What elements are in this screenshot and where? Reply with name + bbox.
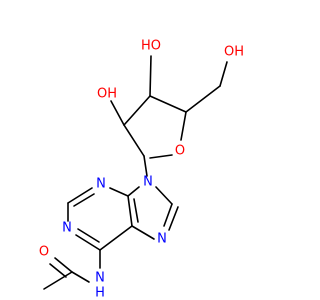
bond-c4-o [180, 111, 187, 141]
bond-c4-c5 [185, 85, 221, 113]
atom-n7: N [157, 232, 167, 247]
structure-canvas: O HO OH OH N N N N N H O [39, 39, 244, 300]
bond-c5-c4-b [133, 198, 139, 223]
bonds [43, 55, 228, 290]
atom-nh-amide: N [95, 271, 105, 286]
atom-o-carbonyl: O [39, 245, 49, 260]
bond-c1-c2 [123, 124, 145, 157]
atom-o-ring: O [175, 144, 185, 159]
atom-ho-3prime: HO [141, 39, 161, 54]
bond-c8-n7-b [168, 206, 179, 231]
bond-c3-oh [149, 55, 152, 97]
atom-oh-5prime: OH [224, 45, 244, 60]
bond-c2-c3 [123, 95, 151, 126]
bond-c2-oh [110, 100, 125, 126]
bond-c8-n7-a [163, 203, 173, 227]
bond-c4-n9 [127, 186, 140, 197]
bond-n1-c6-a [75, 234, 101, 251]
bond-c5-oh [219, 61, 228, 87]
bond-c1-n9 [143, 155, 148, 177]
bond-cacyl-o-a [54, 257, 73, 273]
bond-cacyl-o-b [49, 263, 67, 278]
atom-n9: N [143, 175, 153, 190]
bond-n3-c2-b [73, 193, 95, 207]
bond-o-c1 [149, 154, 173, 159]
atom-nh-hydrogen: H [95, 286, 105, 300]
atom-labels: O HO OH OH N N N N N H O [39, 39, 244, 300]
atom-n3: N [96, 177, 106, 192]
atom-oh-2prime: OH [97, 87, 117, 102]
bond-c4-n3 [109, 187, 129, 197]
atom-n1: N [62, 221, 72, 236]
bond-nh-cacyl [71, 271, 90, 283]
bond-n9-c8 [155, 186, 173, 205]
bond-n7-c5 [131, 225, 155, 240]
bond-n1-c6-b [77, 228, 100, 243]
bond-c6-c5 [99, 225, 133, 251]
bond-n3-c2-a [67, 187, 93, 204]
molecule-diagram: O HO OH OH N N N N N H O [38, 38, 245, 300]
bond-cacyl-ch3 [43, 271, 73, 290]
bond-c5-c4-a [127, 195, 133, 227]
bond-c3-c4 [149, 95, 187, 113]
